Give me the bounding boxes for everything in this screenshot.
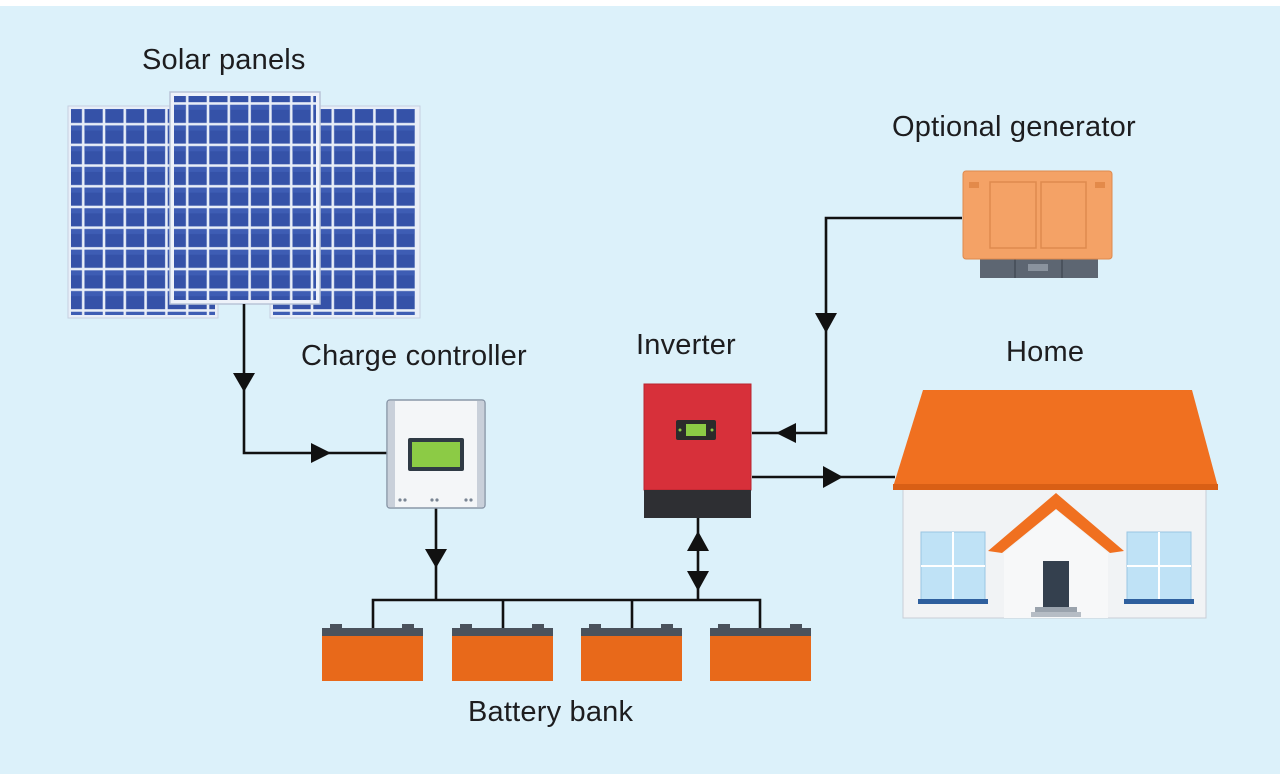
battery-bus bbox=[371, 598, 762, 628]
label-inverter: Inverter bbox=[636, 329, 736, 361]
generator bbox=[962, 170, 1113, 278]
label-solar-panels: Solar panels bbox=[142, 44, 306, 76]
arrow-right-home bbox=[823, 466, 843, 488]
label-charge-controller: Charge controller bbox=[301, 340, 527, 372]
home-roof bbox=[893, 390, 1218, 487]
home bbox=[893, 390, 1218, 619]
battery bbox=[581, 624, 682, 681]
label-battery-bank: Battery bank bbox=[468, 696, 634, 728]
inverter bbox=[643, 383, 752, 518]
home-window-left bbox=[918, 531, 988, 604]
arrow-down-generator bbox=[815, 313, 837, 333]
arrow-left-inverter bbox=[776, 423, 796, 443]
arrows bbox=[233, 313, 843, 591]
solar-panel-center bbox=[169, 91, 321, 305]
home-door bbox=[1043, 561, 1069, 607]
arrow-up-inverter bbox=[687, 531, 709, 551]
battery-bank bbox=[322, 624, 811, 681]
battery bbox=[322, 624, 423, 681]
wire-solar-to-controller bbox=[242, 304, 392, 455]
arrow-right-controller bbox=[311, 443, 331, 463]
home-window-right bbox=[1124, 531, 1194, 604]
label-home: Home bbox=[1006, 336, 1085, 368]
arrow-down-inverter bbox=[687, 571, 709, 591]
solar-panels bbox=[67, 91, 421, 319]
home-gable-roof bbox=[988, 493, 1124, 553]
battery bbox=[452, 624, 553, 681]
charge-controller bbox=[386, 399, 486, 509]
label-optional-generator: Optional generator bbox=[892, 111, 1136, 143]
arrow-down-controller bbox=[425, 549, 447, 568]
arrow-down-solar bbox=[233, 373, 255, 392]
battery bbox=[710, 624, 811, 681]
